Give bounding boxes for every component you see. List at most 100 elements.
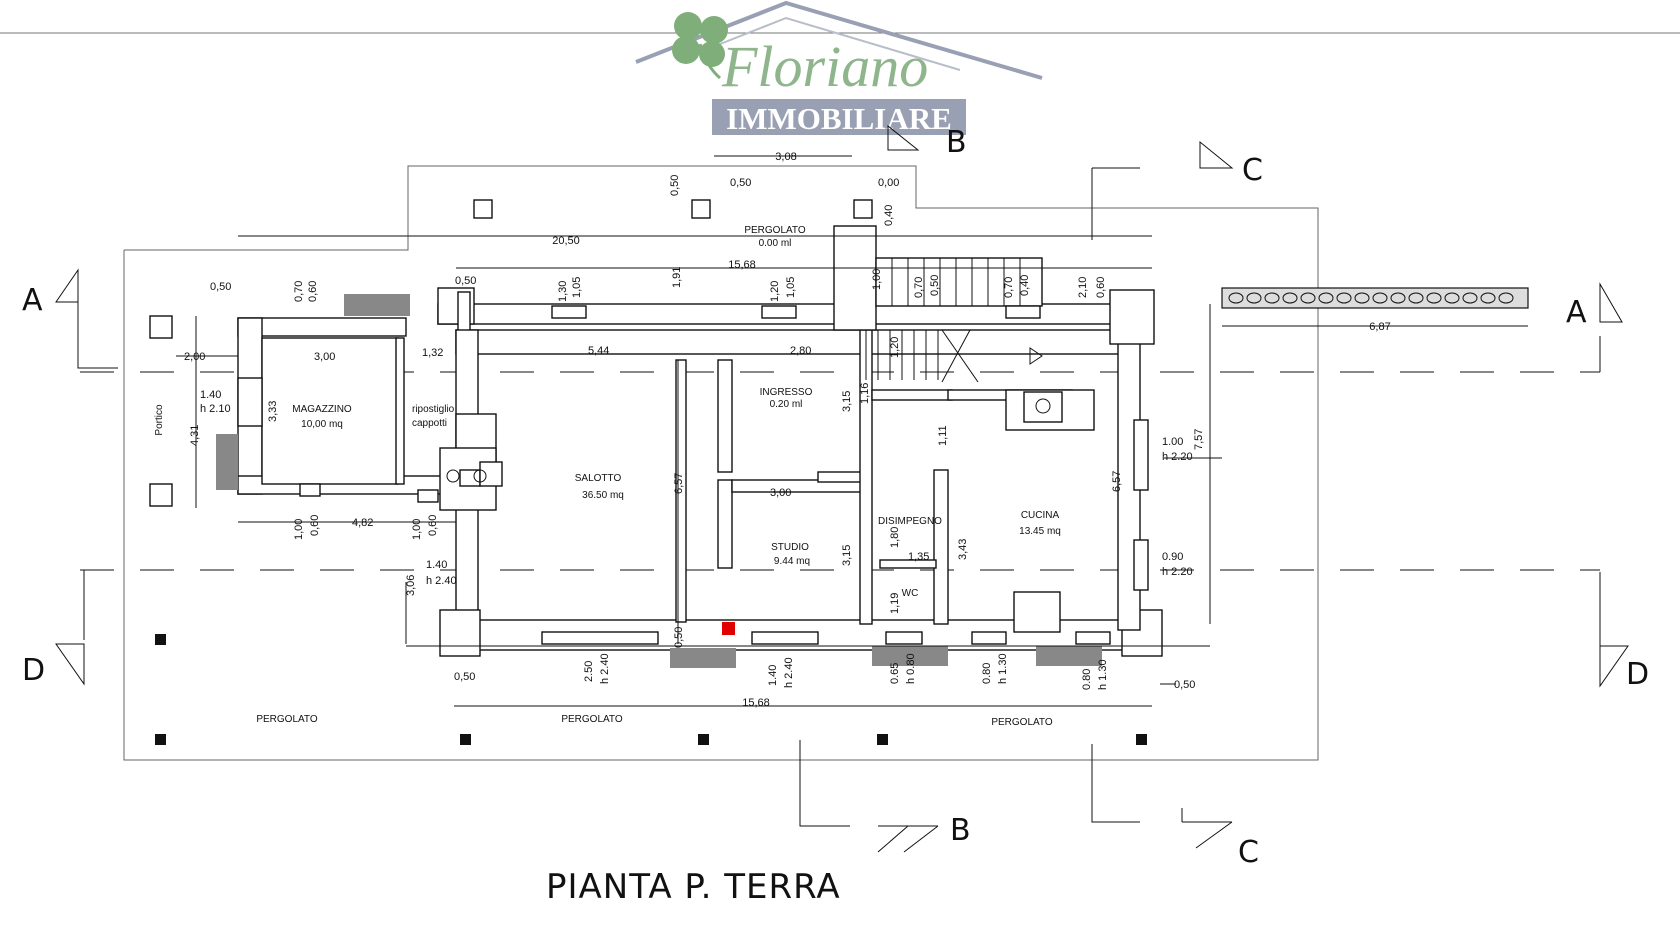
post (460, 734, 471, 745)
dim-h-2-20-a: h 2.20 (1162, 451, 1193, 463)
dim-0-00: 0,00 (878, 177, 899, 189)
dim-h-0-60-d: 0,60 (427, 515, 439, 536)
dim-5-44: 5,44 (588, 345, 609, 357)
dim-0-50-right: 0,50 (1174, 679, 1195, 691)
dim-1-32: 1,32 (422, 347, 443, 359)
dim-3-06: 3,06 (405, 575, 417, 596)
dim-0-80-b: 0.80 (1081, 669, 1093, 690)
dim-h-0-70-c: 0,70 (1003, 277, 1015, 298)
clover-icon (672, 12, 728, 80)
logo-banner (712, 99, 966, 135)
section-d-left: D (22, 653, 45, 688)
dim-4-31: 4,31 (189, 425, 201, 446)
room-salotto: SALOTTO (575, 473, 622, 484)
dim-1-40-c: 1.40 (767, 665, 779, 686)
room-labels: MAGAZZINO 10,00 mq ripostiglio cappotti … (154, 225, 1061, 728)
dim-h-2-10-b: h 2.10 (200, 403, 231, 415)
room-salotto-area: 36.50 mq (582, 490, 624, 501)
dim-h-2-40-c: h 2.40 (783, 657, 795, 688)
dim-15-68-top: 15,68 (728, 259, 756, 271)
dim-1-80: 1,80 (889, 527, 901, 548)
dim-0-50-left: 0,50 (210, 281, 231, 293)
logo-script-text: Floriano (721, 34, 928, 99)
dim-h-1-05-b: 1,05 (785, 277, 797, 298)
red-marker (722, 622, 735, 635)
dim-h-0-60-c: 0,60 (309, 515, 321, 536)
dim-6-57-b: 6,57 (1111, 471, 1123, 492)
dim-1-16: 1,16 (859, 383, 871, 404)
room-ingresso: INGRESSO (760, 387, 813, 398)
dim-2-80: 2,80 (790, 345, 811, 357)
dim-6-87: 6,87 (1369, 321, 1390, 333)
dim-6-57-a: 6,57 (673, 473, 685, 494)
dim-h-2-40-a: h 2.40 (426, 575, 457, 587)
hatch-left (216, 434, 238, 490)
room-pergolato-bottom-3: PERGOLATO (991, 717, 1053, 728)
dim-h-1-00-b: 1,00 (411, 519, 423, 540)
section-b-top: B (946, 125, 967, 160)
post (155, 634, 166, 645)
logo-banner-text: IMMOBILIARE (726, 101, 952, 136)
dim-h-2-40-b: h 2.40 (599, 653, 611, 684)
dim-0-40: 0,40 (883, 205, 895, 226)
dim-0-80-a: 0.80 (981, 663, 993, 684)
dim-3-33: 3,33 (267, 401, 279, 422)
section-markers: A A B B C C D D (22, 124, 1649, 870)
dim-h-1-30-b: h 1.30 (1097, 659, 1109, 690)
room-magazzino: MAGAZZINO (292, 404, 352, 415)
dim-0-50-mid: 0,50 (455, 275, 476, 287)
dim-1-00: 1,00 (871, 269, 883, 290)
dim-1-40-a: 1.40 (200, 389, 221, 401)
dim-h-1-05-a: 1,05 (571, 277, 583, 298)
plan-title: PIANTA P. TERRA (546, 867, 841, 907)
section-c-bottom: C (1238, 835, 1259, 870)
dim-h-1-20: 1,20 (769, 281, 781, 302)
walls (149, 199, 1529, 745)
post (155, 734, 166, 745)
room-pergolato-top-level: 0.00 ml (759, 238, 792, 249)
dim-h-0-50: 0,50 (929, 275, 941, 296)
room-ingresso-level: 0.20 ml (770, 399, 803, 410)
dim-h-1-30-a: h 1.30 (997, 653, 1009, 684)
hatch-top (344, 294, 410, 316)
room-disimpegno: DISIMPEGNO (878, 516, 942, 527)
room-ripostiglio: ripostiglio (412, 404, 455, 415)
company-logo: Floriano IMMOBILIARE (635, 0, 1043, 136)
room-wc: WC (902, 588, 919, 599)
section-d-right: D (1626, 657, 1649, 692)
room-cucina-area: 13.45 mq (1019, 526, 1061, 537)
dim-3-00: 3,00 (314, 351, 335, 363)
dim-0-50-bottom-mid: 0,50 (673, 627, 685, 648)
dim-h-0-60-b: 0,60 (1095, 277, 1107, 298)
dim-h-0-80: h 0.80 (905, 653, 917, 684)
room-studio-area: 9.44 mq (774, 556, 810, 567)
room-ripostiglio-2: cappotti (412, 418, 447, 429)
dim-0-65: 0.65 (889, 663, 901, 684)
dim-1-35: 1,35 (908, 551, 929, 563)
room-cucina: CUCINA (1021, 510, 1060, 521)
room-studio: STUDIO (771, 542, 809, 553)
dim-2-00: 2,00 (184, 351, 205, 363)
dim-h-0-60: 0,60 (307, 281, 319, 302)
dim-0-90-w: 0.90 (1162, 551, 1183, 563)
dim-0-50-top-v: 0,50 (669, 175, 681, 196)
dim-h-2-20-b: h 2.20 (1162, 566, 1193, 578)
dim-h-0-70: 0,70 (293, 281, 305, 302)
post (877, 734, 888, 745)
dim-1-91: 1,91 (671, 267, 683, 288)
dim-h-0-70-b: 0,70 (913, 277, 925, 298)
hatch-bottom-2 (872, 646, 948, 666)
hatch-bottom-3 (1036, 646, 1102, 666)
dim-1-20: 1,20 (889, 337, 901, 358)
section-c-top: C (1242, 153, 1263, 188)
room-portico: Portico (154, 404, 165, 436)
dimension-labels: 3,08 0,50 0,50 0,00 0,40 20,50 15,68 0,5… (184, 151, 1391, 709)
dim-3-08: 3,08 (775, 151, 796, 163)
section-b-bottom: B (950, 813, 971, 848)
dim-1-19: 1,19 (889, 593, 901, 614)
hatch-bottom-1 (670, 648, 736, 668)
dim-1-00-w: 1.00 (1162, 436, 1183, 448)
dim-2-50: 2.50 (583, 661, 595, 682)
section-a-right: A (1566, 295, 1587, 330)
